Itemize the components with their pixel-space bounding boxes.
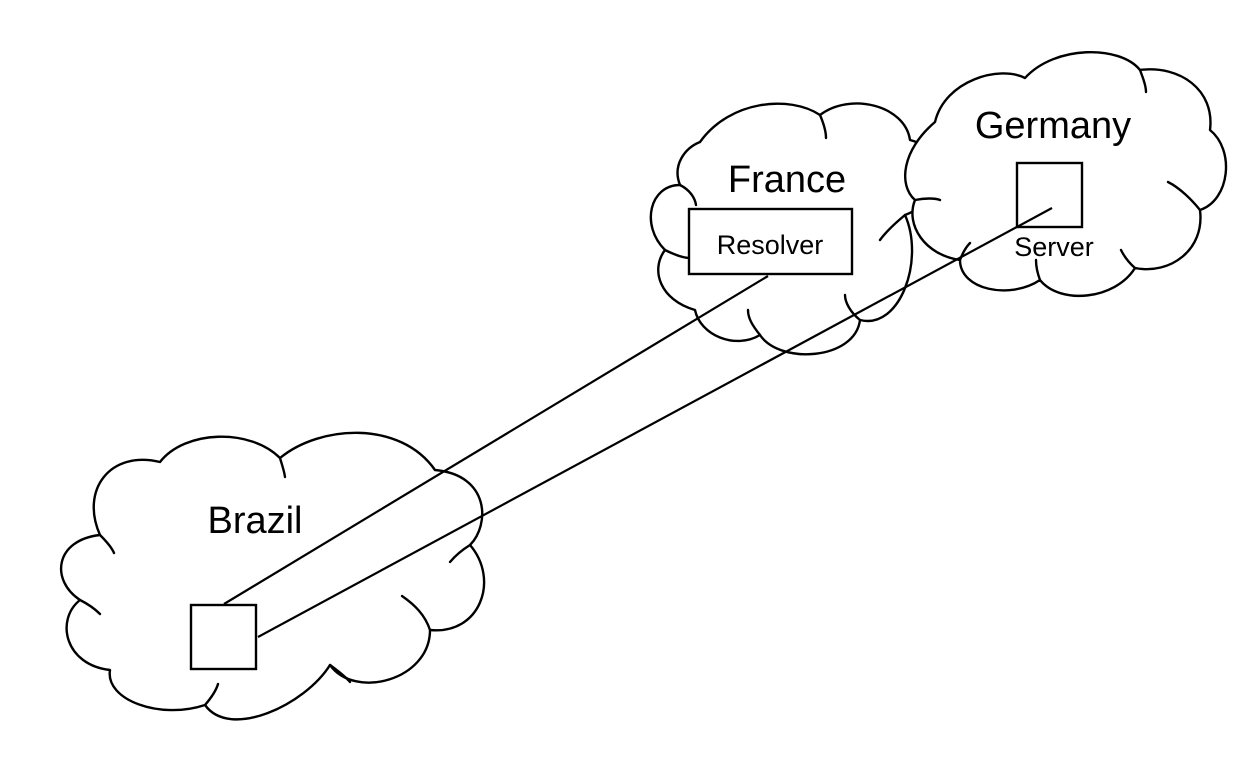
server-label: Server	[1014, 232, 1094, 262]
brazil-cloud	[59, 431, 486, 721]
france-label: France	[728, 159, 846, 201]
germany-label: Germany	[975, 105, 1131, 147]
resolver-label: Resolver	[717, 230, 824, 260]
link-client-server	[257, 207, 1053, 638]
client-node	[189, 603, 258, 671]
brazil-label: Brazil	[207, 500, 302, 542]
server-node: Server	[1014, 161, 1094, 262]
link-client-resolver	[223, 275, 769, 605]
resolver-node: Resolver	[687, 207, 854, 276]
